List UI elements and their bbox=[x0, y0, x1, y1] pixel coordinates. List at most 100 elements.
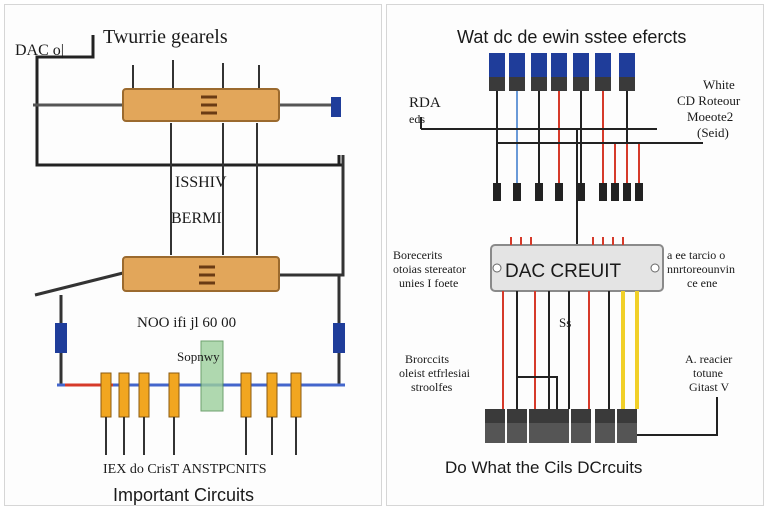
lower-connector bbox=[493, 183, 501, 201]
chip-left-pin-dot bbox=[492, 263, 502, 273]
right-left-label-2-line3: unies I foete bbox=[399, 276, 458, 290]
bottom-connector-top bbox=[485, 409, 505, 423]
bottom-connector-top bbox=[549, 409, 569, 423]
right-title: Wat dc de ewin sstee efercts bbox=[457, 27, 686, 47]
left-mid-label-1: ISSHIV bbox=[175, 174, 227, 191]
top-connector-head bbox=[573, 53, 589, 77]
probe bbox=[266, 372, 278, 455]
left-mid-label-2: BERMI bbox=[171, 210, 222, 227]
probe bbox=[240, 372, 252, 455]
top-connector-body bbox=[509, 77, 525, 91]
right-right-label-3-line3: Gitast V bbox=[689, 380, 729, 394]
right-right-label-3-line1: A. reacier bbox=[685, 352, 732, 366]
lower-connector bbox=[577, 183, 585, 201]
right-right-label-2-line2: nnrtoreounvin bbox=[667, 262, 735, 276]
top-connector-head bbox=[551, 53, 567, 77]
lower-connector bbox=[611, 183, 619, 201]
top-wire-bundle bbox=[496, 91, 640, 185]
left-bottom-label: IEX do CrisT ANSTPCNITS bbox=[103, 462, 266, 477]
right-right-label-1-line1: White bbox=[703, 77, 735, 92]
left-lower-label: NOO ifi jl 60 00 bbox=[137, 315, 236, 331]
bottom-connector-body bbox=[595, 423, 615, 443]
top-connector-head bbox=[489, 53, 505, 77]
bottom-connector-top bbox=[529, 409, 549, 423]
probe bbox=[138, 372, 150, 455]
lower-connector bbox=[535, 183, 543, 201]
top-connector-body bbox=[551, 77, 567, 91]
probe bbox=[290, 372, 302, 455]
left-wire-outer bbox=[35, 35, 343, 167]
right-blue-connector bbox=[333, 323, 345, 353]
probe bbox=[100, 372, 112, 455]
bottom-connector-body bbox=[617, 423, 637, 443]
feedback-wire bbox=[517, 376, 558, 409]
left-title: Twurrie gearels bbox=[103, 26, 228, 48]
right-right-label-2-line1: a ee tarcio o bbox=[667, 248, 725, 262]
lower-connector bbox=[623, 183, 631, 201]
lower-connector bbox=[599, 183, 607, 201]
bottom-connector-body bbox=[529, 423, 549, 443]
probe-row bbox=[100, 372, 302, 455]
right-left-label-1-line2: eds bbox=[409, 112, 425, 126]
right-right-label-1-line3: Moeote2 bbox=[687, 109, 733, 124]
left-circuit-diagram: DAC o| Twurrie gearels ISSHIV BERMI NOO … bbox=[15, 26, 345, 505]
chip-right-pin-dot bbox=[650, 263, 660, 273]
chip-output-wires bbox=[502, 291, 639, 409]
top-resistor-pins bbox=[132, 60, 260, 255]
probe bbox=[168, 372, 180, 455]
top-connector-body bbox=[573, 77, 589, 91]
probe bbox=[118, 372, 130, 455]
bottom-connector-top bbox=[617, 409, 637, 423]
left-panel: DAC o| Twurrie gearels ISSHIV BERMI NOO … bbox=[4, 4, 382, 506]
lower-connector-row bbox=[493, 183, 643, 201]
lower-connector bbox=[635, 183, 643, 201]
left-lower-label-2: Sopnwy bbox=[177, 349, 220, 364]
right-right-label-1-line4: (Seid) bbox=[697, 125, 729, 140]
right-left-label-3-line3: stroolfes bbox=[411, 380, 453, 394]
top-connector-head bbox=[531, 53, 547, 77]
top-connector-head bbox=[509, 53, 525, 77]
middle-resistor-bands bbox=[199, 265, 215, 285]
top-resistor-bands bbox=[201, 95, 217, 115]
right-left-label-3-line1: Brorccits bbox=[405, 352, 449, 366]
right-wire-mid bbox=[277, 155, 345, 277]
right-left-label-1-line1: RDA bbox=[409, 95, 441, 111]
top-connector-body bbox=[619, 77, 635, 91]
bottom-connector-top bbox=[595, 409, 615, 423]
right-footer: Do What the Cils DCrcuits bbox=[445, 458, 642, 477]
top-right-connector bbox=[331, 97, 341, 117]
chip-label: DAC CREUIT bbox=[505, 261, 622, 282]
output-return-wire bbox=[637, 397, 718, 436]
top-connector-body bbox=[531, 77, 547, 91]
right-left-label-3-line2: oleist etfrlesiai bbox=[399, 366, 471, 380]
bottom-connector-row bbox=[485, 409, 637, 443]
right-right-label-3-line2: totune bbox=[693, 366, 723, 380]
chip-top-pins bbox=[510, 237, 624, 245]
top-connector-body bbox=[595, 77, 611, 91]
lower-connector bbox=[555, 183, 563, 201]
right-panel: Wat dc de ewin sstee efercts RDA eds Whi… bbox=[386, 4, 764, 506]
right-circuit-diagram: Wat dc de ewin sstee efercts RDA eds Whi… bbox=[393, 27, 741, 477]
left-footer: Important Circuits bbox=[113, 485, 254, 505]
bottom-connector-body bbox=[571, 423, 591, 443]
left-blue-connector bbox=[55, 323, 67, 353]
left-wire-mid bbox=[34, 271, 124, 297]
right-right-label-2-line3: ce ene bbox=[687, 276, 717, 290]
right-left-label-2-line1: Borecerits bbox=[393, 248, 443, 262]
bottom-connector-body bbox=[507, 423, 527, 443]
bottom-connector-body bbox=[549, 423, 569, 443]
bottom-connector-top bbox=[571, 409, 591, 423]
center-green-component bbox=[200, 340, 224, 412]
dac-chip bbox=[490, 244, 664, 292]
bottom-connector-body bbox=[485, 423, 505, 443]
top-connector-head bbox=[595, 53, 611, 77]
right-left-label-2-line2: otoias stereator bbox=[393, 262, 466, 276]
right-right-label-1-line2: CD Roteour bbox=[677, 93, 741, 108]
left-corner-label: DAC o| bbox=[15, 42, 64, 59]
top-connector-row bbox=[489, 53, 635, 91]
top-connector-head bbox=[619, 53, 635, 77]
lower-connector bbox=[513, 183, 521, 201]
bottom-connector-top bbox=[507, 409, 527, 423]
top-connector-body bbox=[489, 77, 505, 91]
